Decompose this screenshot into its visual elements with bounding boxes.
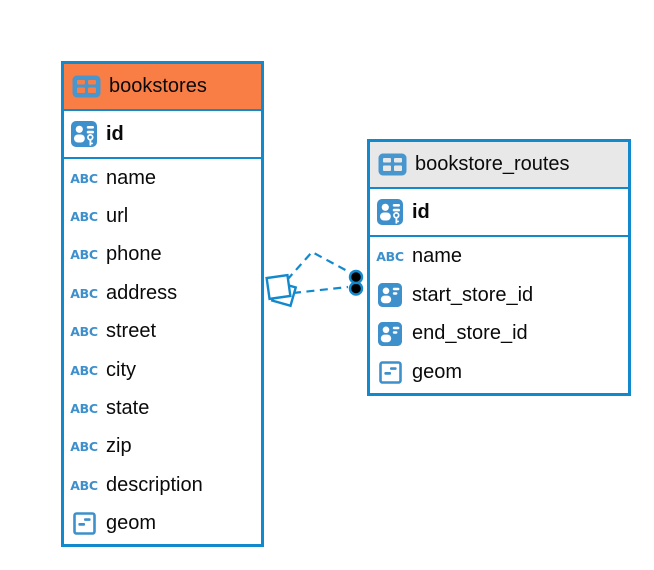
field-row[interactable]: ABC city: [64, 351, 261, 389]
table-header-bookstores[interactable]: bookstores: [64, 64, 261, 111]
field-row[interactable]: ABC state: [64, 389, 261, 427]
table-icon: [377, 153, 407, 176]
table-title: bookstore_routes: [415, 153, 570, 175]
field-name: city: [106, 358, 136, 381]
table-icon: [71, 75, 101, 98]
field-name: geom: [412, 361, 463, 384]
field-row[interactable]: ABC name: [64, 159, 261, 197]
field-row[interactable]: start_store_id: [370, 276, 628, 315]
field-name: description: [106, 473, 203, 496]
text-type-icon: ABC: [70, 439, 98, 455]
field-list: ABC name ABC url ABC phone ABC address A…: [64, 159, 261, 543]
geometry-type-icon: [70, 512, 98, 536]
field-name: start_store_id: [412, 283, 534, 306]
field-row[interactable]: ABC phone: [64, 236, 261, 274]
text-type-icon: ABC: [70, 170, 98, 186]
field-row[interactable]: geom: [64, 505, 261, 543]
field-name: id: [106, 122, 124, 145]
relationship-line-end-store[interactable]: [292, 285, 349, 295]
field-name: street: [106, 320, 157, 343]
table-title: bookstores: [109, 75, 207, 97]
field-name: name: [412, 244, 463, 267]
relation-target-marker: [348, 269, 364, 296]
text-type-icon: ABC: [70, 209, 98, 225]
field-row[interactable]: ABC address: [64, 274, 261, 312]
field-row[interactable]: ABC url: [64, 197, 261, 235]
field-list: ABC name start_store_id: [370, 237, 628, 392]
field-row[interactable]: ABC zip: [64, 428, 261, 466]
geometry-type-icon: [376, 361, 404, 385]
text-type-icon: ABC: [70, 477, 98, 493]
field-row-pk[interactable]: id: [64, 111, 261, 159]
primary-key-icon: [70, 121, 98, 147]
field-name: phone: [106, 243, 162, 266]
field-row[interactable]: geom: [370, 353, 628, 392]
field-row-pk[interactable]: id: [370, 189, 628, 237]
field-name: state: [106, 397, 150, 420]
relation-source-marker: [265, 273, 298, 308]
primary-key-icon: [376, 199, 404, 225]
table-bookstore-routes[interactable]: bookstore_routes id ABC name: [367, 139, 631, 396]
field-name: zip: [106, 435, 132, 458]
field-name: url: [106, 205, 129, 228]
field-name: end_store_id: [412, 322, 528, 345]
field-row[interactable]: end_store_id: [370, 315, 628, 354]
text-type-icon: ABC: [70, 324, 98, 340]
text-type-icon: ABC: [376, 248, 404, 264]
text-type-icon: ABC: [70, 401, 98, 417]
text-type-icon: ABC: [70, 247, 98, 263]
field-name: address: [106, 281, 178, 304]
relationship-line-start-store[interactable]: [286, 250, 352, 281]
reference-type-icon: [376, 283, 404, 308]
field-name: geom: [106, 512, 157, 535]
text-type-icon: ABC: [70, 362, 98, 378]
field-row[interactable]: ABC street: [64, 313, 261, 351]
table-bookstores[interactable]: bookstores id ABC name: [61, 61, 264, 547]
field-row[interactable]: ABC description: [64, 466, 261, 504]
field-name: name: [106, 166, 157, 189]
field-name: id: [412, 200, 430, 223]
text-type-icon: ABC: [70, 285, 98, 301]
reference-type-icon: [376, 321, 404, 346]
field-row[interactable]: ABC name: [370, 237, 628, 276]
table-header-bookstore-routes[interactable]: bookstore_routes: [370, 142, 628, 189]
